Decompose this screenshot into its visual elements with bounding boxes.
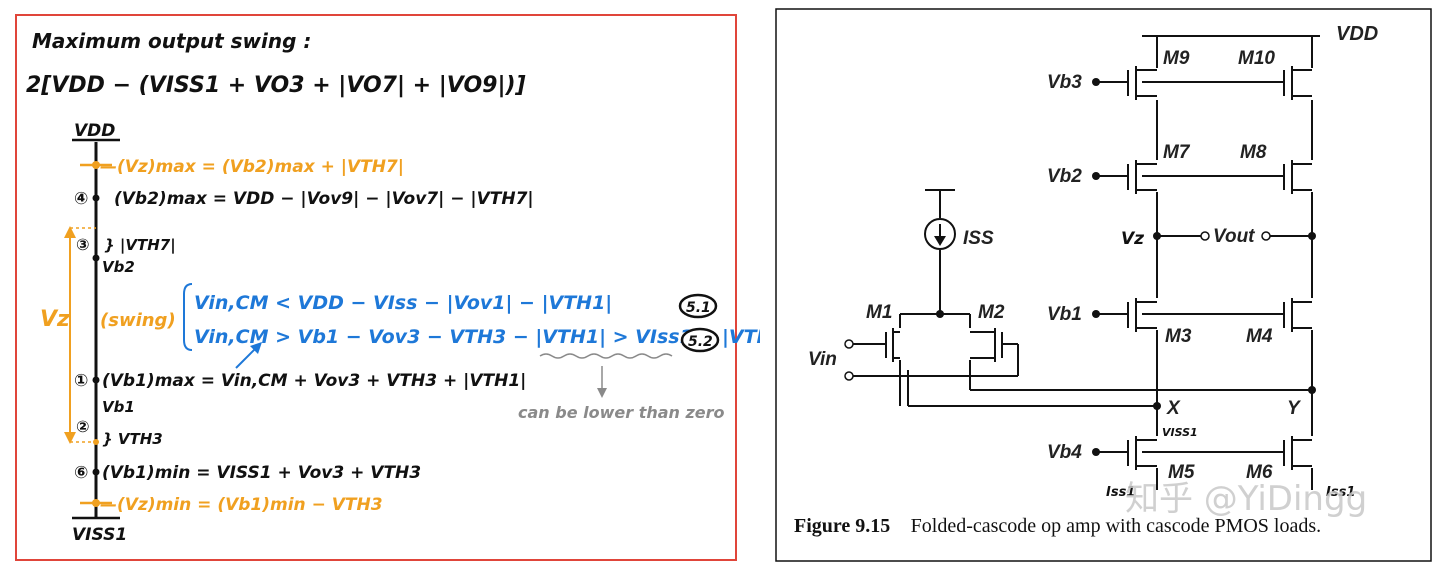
- vz-min-dot: [92, 499, 100, 507]
- transistor-m10: [1283, 66, 1312, 100]
- vth3-gap: } VTH3: [102, 430, 163, 448]
- notes-title: Maximum output swing :: [32, 29, 311, 53]
- label-m3: M3: [1165, 326, 1192, 347]
- label-vb4: Vb4: [1047, 442, 1082, 463]
- label-vb2: Vb2: [1047, 166, 1082, 187]
- vb1-max-dot: [92, 376, 100, 384]
- label-vout: Vout: [1213, 226, 1255, 247]
- vz-arrow-bottom: [64, 432, 76, 444]
- vz-min-eq: —(Vz)min = (Vb1)min − VTH3: [100, 495, 383, 515]
- iss-arrow-icon: [934, 236, 946, 246]
- badge-5-2-text: 5.2: [688, 334, 713, 350]
- terminal-pins: [844, 231, 1271, 381]
- vb2-max-dot: [92, 194, 100, 202]
- rail-vdd-label: VDD: [74, 121, 115, 141]
- label-m8: M8: [1240, 142, 1267, 163]
- note-arrow-head: [597, 388, 607, 398]
- condition-1: Vin,CM < VDD − VIss − |Vov1| − |VTH1|: [194, 292, 612, 314]
- vz-max-eq: —(Vz)max = (Vb2)max + |VTH7|: [100, 157, 404, 177]
- transistor-m8: [1283, 160, 1312, 194]
- rail-vss-label: VISS1: [72, 525, 127, 545]
- circuit-border: [775, 8, 1432, 562]
- circuit-panel: VDD M9 M10 M7 M8 M3 M4 M5 M6 M1 M2 Vb3 V…: [775, 8, 1432, 562]
- label-iss1-right: Iss1: [1326, 485, 1355, 500]
- vz-min-top-dot: [93, 439, 99, 445]
- vb2-label: Vb2: [102, 258, 135, 276]
- swing-label: (swing): [100, 310, 176, 331]
- circuit-vdd: VDD: [1336, 23, 1378, 45]
- lower-than-zero-note: can be lower than zero: [518, 403, 725, 422]
- swing-formula: 2[VDD − (VISS1 + VO3 + |VO7| + |VO9|)]: [26, 73, 526, 98]
- mark-6: ⑥: [74, 463, 88, 483]
- condition-brace: [183, 283, 193, 351]
- mark-3: ③: [76, 235, 90, 254]
- transistor-m5: [1127, 436, 1157, 470]
- condition-2: Vin,CM > Vb1 − Vov3 − VTH3 − |VTH1| > VI…: [194, 326, 760, 348]
- label-m1: M1: [866, 302, 892, 323]
- label-iss1-left: Iss1: [1106, 485, 1135, 500]
- vb2-dot: [92, 254, 100, 262]
- vz-max-dot: [92, 161, 100, 169]
- figure-label: Figure 9.15: [794, 515, 890, 537]
- label-m7: M7: [1163, 142, 1191, 163]
- handwritten-notes-panel: Maximum output swing : 2[VDD − (VISS1 + …: [15, 14, 760, 561]
- mark-4: ④: [74, 189, 88, 209]
- mark-2: ②: [76, 417, 90, 436]
- label-iss: ISS: [963, 228, 994, 249]
- label-m9: M9: [1163, 48, 1190, 69]
- vb1-min-dot: [92, 468, 100, 476]
- vth7-gap: } |VTH7|: [104, 236, 176, 255]
- badge-5-2: [680, 327, 720, 353]
- pointer-arrow-head: [250, 342, 262, 354]
- label-m6: M6: [1246, 462, 1273, 483]
- label-vb3: Vb3: [1047, 72, 1082, 93]
- mark-1: ①: [74, 371, 88, 391]
- transistor-m1: [885, 328, 900, 362]
- label-vb1: Vb1: [1047, 304, 1082, 325]
- wiring: [850, 35, 1320, 490]
- vb2-max-eq: (Vb2)max = VDD − |Vov9| − |Vov7| − |VTH7…: [114, 189, 534, 209]
- transistor-m9: [1127, 66, 1157, 100]
- figure-caption: Figure 9.15 Folded-cascode op amp with c…: [794, 513, 1321, 537]
- circuit-nodes: [936, 78, 1316, 456]
- watermark: 知乎 @YiDingg: [1125, 479, 1367, 519]
- label-viss1: VISS1: [1162, 426, 1198, 439]
- vz-arrow-top: [64, 226, 76, 238]
- label-m2: M2: [978, 302, 1005, 323]
- vb1-max-eq: (Vb1)max = Vin,CM + Vov3 + VTH3 + |VTH1|: [102, 371, 526, 391]
- transistor-m4: [1283, 298, 1312, 332]
- transistor-m2: [970, 328, 1003, 362]
- vb1-label: Vb1: [102, 398, 135, 416]
- figure-text: Folded-cascode op amp with cascode PMOS …: [911, 515, 1321, 537]
- vb1-min-eq: (Vb1)min = VISS1 + Vov3 + VTH3: [102, 463, 421, 483]
- label-vin: Vin: [808, 349, 837, 370]
- badge-5-1-text: 5.1: [686, 300, 711, 316]
- badge-5-1: [678, 293, 718, 319]
- label-y: Y: [1287, 398, 1302, 419]
- label-m10: M10: [1238, 48, 1275, 69]
- label-x: X: [1166, 398, 1181, 419]
- vz-swing-label: Vz: [40, 307, 70, 332]
- transistor-m7: [1127, 160, 1157, 194]
- transistor-symbols: [885, 66, 1312, 470]
- notes-border: [15, 14, 737, 561]
- wavy-underline: [539, 353, 673, 359]
- label-m5: M5: [1168, 462, 1195, 483]
- label-vz: Vz: [1121, 229, 1144, 249]
- label-m4: M4: [1246, 326, 1273, 347]
- transistor-m6: [1283, 436, 1312, 470]
- transistor-m3: [1127, 298, 1157, 332]
